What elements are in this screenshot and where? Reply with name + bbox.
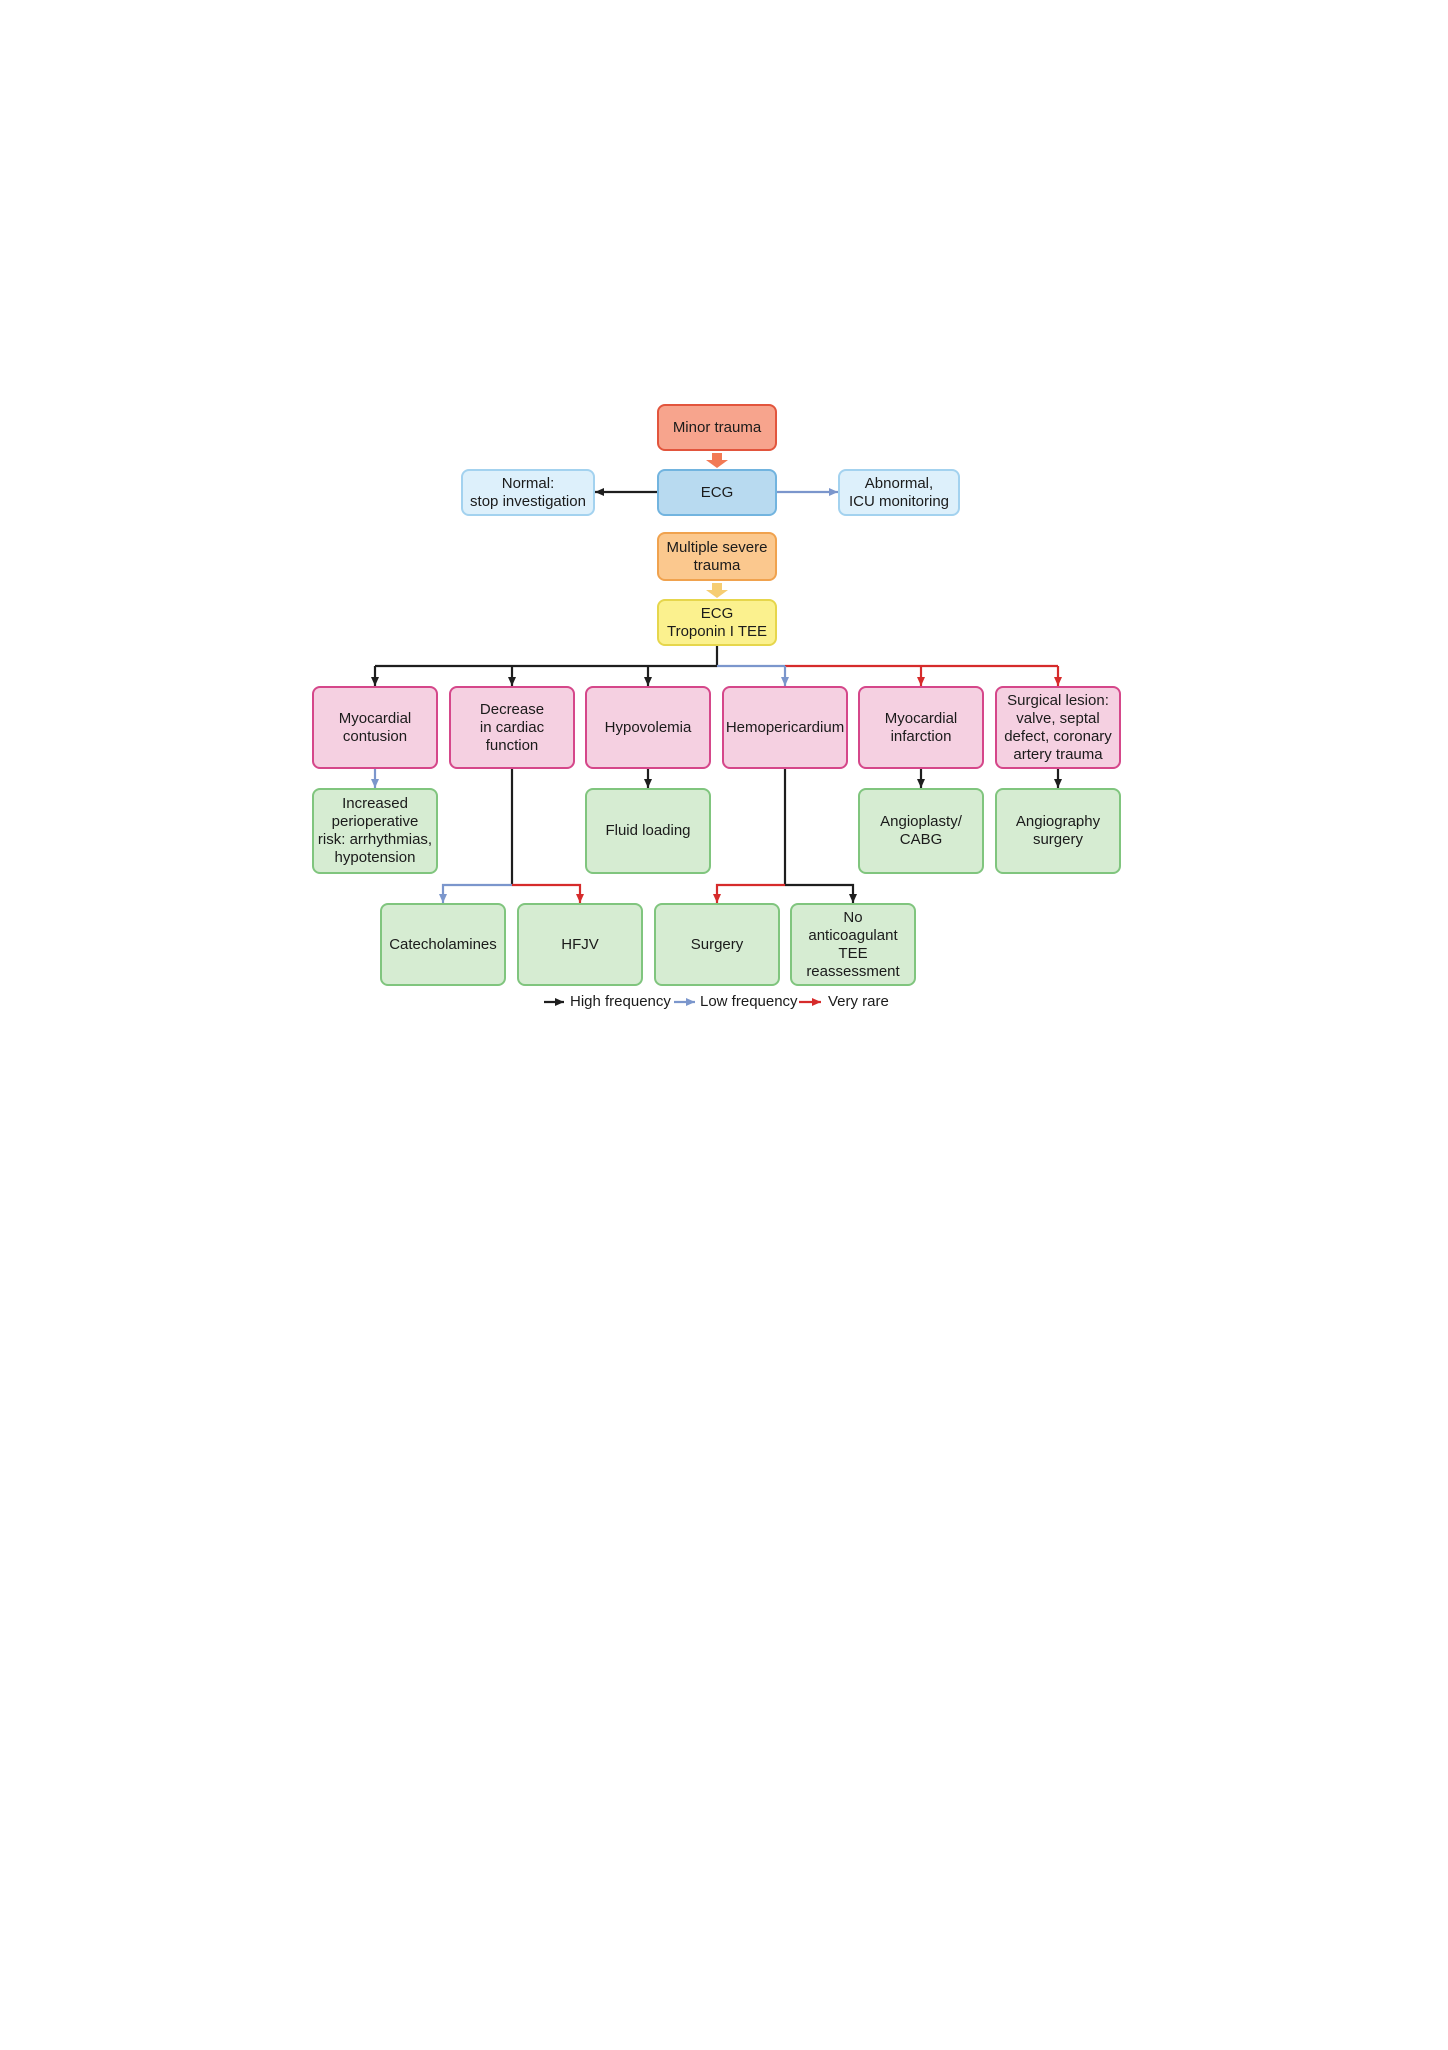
increased-perioperative-risk-box: Increased perioperative risk: arrhythmia… [312, 788, 438, 874]
surgical-lesion-box: Surgical lesion: valve, septal defect, c… [995, 686, 1121, 769]
decrease-cardiac-function-box: Decrease in cardiac function [449, 686, 575, 769]
fluid-loading-box: Fluid loading [585, 788, 711, 874]
arrow-to-no-anticoagulant [785, 883, 857, 903]
arrow-severe-trauma-to-tests [706, 583, 728, 598]
hypovolemia-box: Hypovolemia [585, 686, 711, 769]
arrow-to-hfjv [512, 883, 584, 903]
legend-low-frequency-label: Low frequency [700, 993, 798, 1010]
ecg-troponin-tee-box: ECG Troponin I TEE [657, 599, 777, 646]
ecg-box: ECG [657, 469, 777, 516]
arrow-minor-trauma-to-ecg [706, 453, 728, 468]
hemopericardium-box: Hemopericardium [722, 686, 848, 769]
myocardial-contusion-box: Myocardial contusion [312, 686, 438, 769]
legend-very-rare-label: Very rare [828, 993, 889, 1010]
angiography-surgery-box: Angiography surgery [995, 788, 1121, 874]
angioplasty-cabg-box: Angioplasty/ CABG [858, 788, 984, 874]
multiple-severe-trauma-box: Multiple severe trauma [657, 532, 777, 581]
arrow-to-surgery [713, 883, 785, 903]
catecholamines-box: Catecholamines [380, 903, 506, 986]
arrow-to-catecholamines [439, 883, 512, 903]
legend-high-frequency-label: High frequency [570, 993, 671, 1010]
no-anticoagulant-tee-reassessment-box: No anticoagulant TEE reassessment [790, 903, 916, 986]
hfjv-box: HFJV [517, 903, 643, 986]
surgery-box: Surgery [654, 903, 780, 986]
normal-stop-investigation-box: Normal: stop investigation [461, 469, 595, 516]
minor-trauma-box: Minor trauma [657, 404, 777, 451]
myocardial-infarction-box: Myocardial infarction [858, 686, 984, 769]
abnormal-icu-monitoring-box: Abnormal, ICU monitoring [838, 469, 960, 516]
